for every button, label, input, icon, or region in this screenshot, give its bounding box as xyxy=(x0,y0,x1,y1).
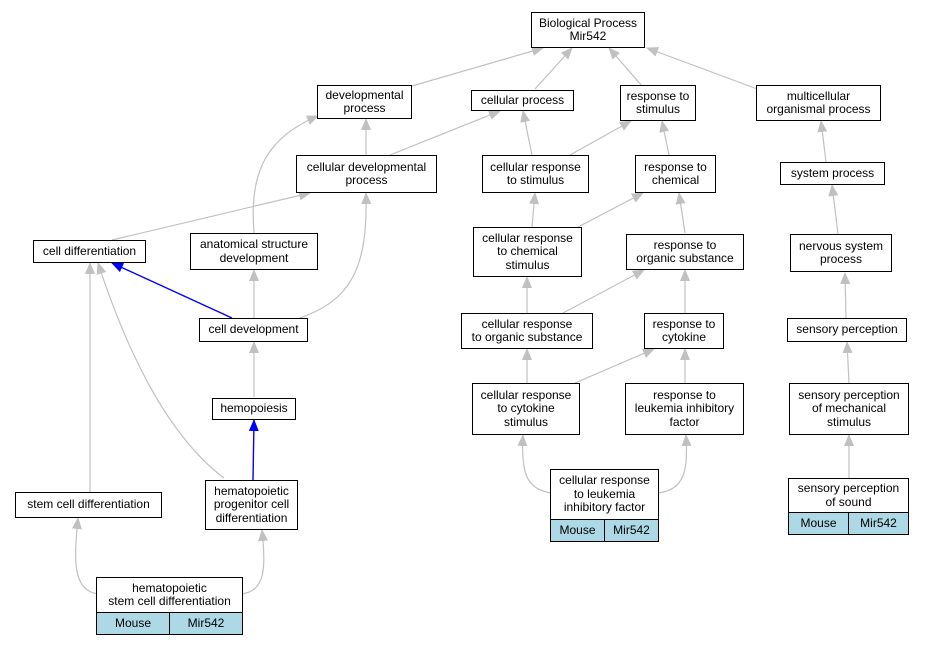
node-stem-cell-differentiation[interactable]: stem cell differentiation xyxy=(15,492,162,518)
edge-asd-dev xyxy=(252,115,319,234)
node-biological-process[interactable]: Biological Process Mir542 xyxy=(531,12,645,48)
edge-hscd-hpcd xyxy=(241,529,269,595)
node-multicellular-organismal-process[interactable]: multicellular organismal process xyxy=(756,85,881,121)
node-cellular-response-to-leukemia-inhibitory-factor[interactable]: cellular response to leukemia inhibitory… xyxy=(550,469,659,542)
node-cell-differentiation[interactable]: cell differentiation xyxy=(33,240,146,263)
edge-mop-bp xyxy=(646,47,761,91)
edge-cdp-cp xyxy=(389,110,501,156)
node-hemopoiesis[interactable]: hemopoiesis xyxy=(212,398,296,420)
node-sensory-perception-of-sound[interactable]: sensory perception of sound Mouse Mir542 xyxy=(788,478,909,535)
edge-cdev-cdiff xyxy=(111,262,233,319)
edge-crlif-ccs xyxy=(517,434,553,494)
edge-cp-bp xyxy=(534,47,573,90)
edge-dev-bp xyxy=(411,46,544,87)
edge-hpcd-cdiff xyxy=(96,262,225,479)
edge-cdev-cdp xyxy=(299,192,372,319)
edge-sper-nsp xyxy=(840,272,851,319)
annotation-tags: Mouse Mir542 xyxy=(97,612,242,634)
node-developmental-process[interactable]: developmental process xyxy=(317,85,412,119)
edge-hscd-scd xyxy=(71,517,99,595)
edge-hpcd-hemo xyxy=(248,419,259,481)
node-nervous-system-process[interactable]: nervous system process xyxy=(790,234,892,272)
annotation-tags: Mouse Mir542 xyxy=(789,512,908,534)
edge-ccs-rcy xyxy=(574,348,655,384)
edge-crs-cp xyxy=(520,110,533,156)
node-response-to-cytokine[interactable]: response to cytokine xyxy=(644,313,724,349)
edge-spm-sper xyxy=(842,341,853,384)
node-label: cellular response to leukemia inhibitory… xyxy=(559,473,650,515)
node-anatomical-structure-development[interactable]: anatomical structure development xyxy=(190,233,318,270)
edge-rts-bp xyxy=(608,47,643,87)
node-cellular-developmental-process[interactable]: cellular developmental process xyxy=(296,155,437,193)
node-cellular-response-to-stimulus[interactable]: cellular response to stimulus xyxy=(482,155,589,193)
tag-species: Mouse xyxy=(97,613,169,634)
edge-ros-rtc xyxy=(675,192,686,234)
tag-gene: Mir542 xyxy=(604,520,658,541)
node-sensory-perception-of-mechanical-stimulus[interactable]: sensory perception of mechanical stimulu… xyxy=(789,383,909,435)
node-cellular-response-to-chemical-stimulus[interactable]: cellular response to chemical stimulus xyxy=(473,227,582,277)
annotation-tags: Mouse Mir542 xyxy=(551,519,658,541)
edge-crc-crs xyxy=(529,192,540,228)
node-response-to-organic-substance[interactable]: response to organic substance xyxy=(626,234,744,270)
edge-crc-rtc xyxy=(577,192,644,228)
node-sensory-perception[interactable]: sensory perception xyxy=(787,318,907,342)
node-hematopoietic-stem-cell-differentiation[interactable]: hematopoietic stem cell differentiation … xyxy=(96,577,243,635)
node-cell-development[interactable]: cell development xyxy=(199,318,308,342)
node-label: sensory perception of sound xyxy=(797,481,900,509)
edge-nsp-sp xyxy=(828,184,839,235)
edge-sp-mop xyxy=(817,120,828,163)
node-cellular-response-to-cytokine-stimulus[interactable]: cellular response to cytokine stimulus xyxy=(472,383,580,435)
tag-species: Mouse xyxy=(551,520,604,541)
tag-gene: Mir542 xyxy=(848,513,908,534)
node-hematopoietic-progenitor-cell-differentiation[interactable]: hematopoietic progenitor cell differenti… xyxy=(205,480,298,530)
node-cellular-process[interactable]: cellular process xyxy=(471,90,574,111)
node-label: hematopoietic stem cell differentiation xyxy=(108,580,231,608)
edge-cdiff-cdp xyxy=(111,190,311,241)
edge-rtc-rts xyxy=(659,120,670,156)
edge-cros-ros xyxy=(562,269,645,314)
node-system-process[interactable]: system process xyxy=(780,162,885,185)
tag-gene: Mir542 xyxy=(169,613,242,634)
node-response-to-leukemia-inhibitory-factor[interactable]: response to leukemia inhibitory factor xyxy=(625,383,744,435)
node-response-to-chemical[interactable]: response to chemical xyxy=(635,155,716,193)
edge-crlif-rlif xyxy=(657,434,692,494)
edge-crs-rts xyxy=(569,120,632,156)
node-cellular-response-to-organic-substance[interactable]: cellular response to organic substance xyxy=(461,313,593,349)
tag-species: Mouse xyxy=(789,513,848,534)
node-response-to-stimulus[interactable]: response to stimulus xyxy=(620,85,696,121)
